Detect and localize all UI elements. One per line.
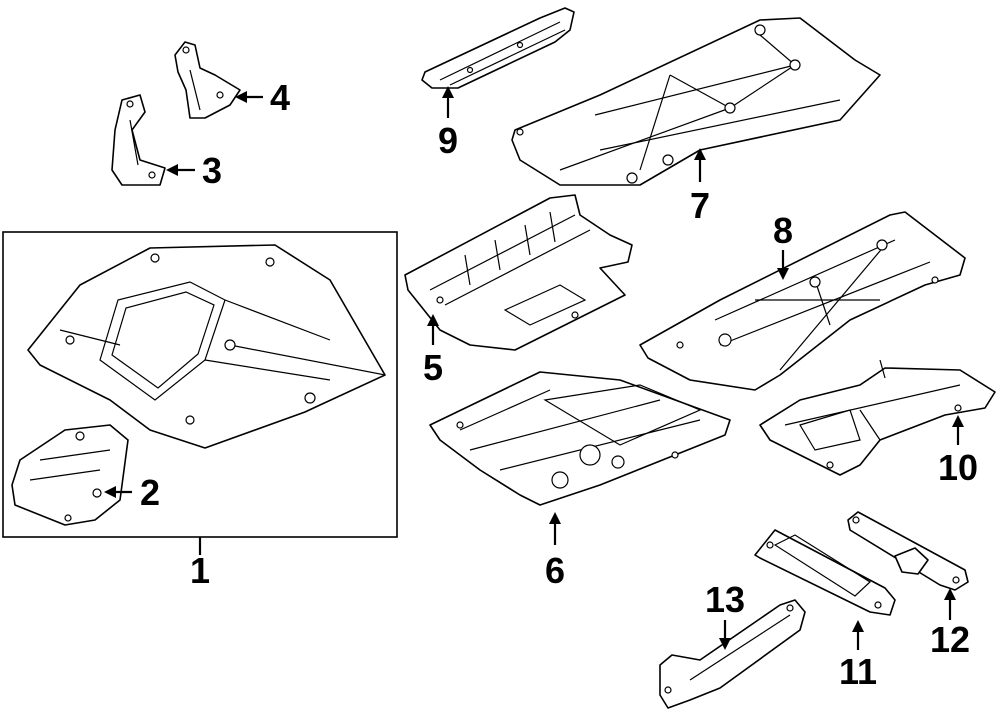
arrow-2	[104, 486, 116, 498]
callout-6: 6	[545, 550, 565, 591]
callout-11: 11	[839, 651, 877, 692]
part-11-plate	[754, 529, 896, 616]
arrow-6	[549, 512, 561, 524]
arrow-12	[944, 588, 956, 600]
callout-9: 9	[438, 120, 458, 161]
arrow-7	[694, 148, 706, 160]
part-1-main-underbody-shield	[27, 244, 386, 449]
part-10-side-shield	[759, 359, 996, 476]
part-6-floor-shield	[429, 371, 731, 506]
callout-4: 4	[270, 77, 290, 118]
part-13-angled-bracket	[659, 599, 806, 709]
part-3-bracket	[111, 94, 166, 186]
part-5-shield	[404, 194, 633, 351]
callout-1: 1	[190, 550, 210, 591]
part-9-rail	[421, 7, 575, 89]
arrow-8	[777, 268, 789, 280]
arrow-4	[235, 91, 247, 103]
callout-10: 10	[938, 447, 978, 488]
arrow-3	[166, 164, 178, 176]
callout-7: 7	[690, 185, 710, 226]
callout-12: 12	[930, 619, 970, 660]
arrow-10	[952, 415, 964, 427]
part-12-strap	[847, 511, 969, 591]
part-2-small-shield	[11, 424, 129, 526]
part-7-rear-shield	[511, 17, 881, 186]
callout-8: 8	[773, 210, 793, 251]
callout-5: 5	[423, 347, 443, 388]
arrow-9	[442, 86, 454, 98]
callout-3: 3	[202, 150, 222, 191]
arrow-13	[719, 638, 731, 650]
part-8-long-shield	[639, 211, 966, 391]
part-4-bracket	[174, 41, 241, 119]
arrow-5	[427, 314, 439, 326]
arrow-11	[852, 620, 864, 632]
callout-2: 2	[140, 472, 160, 513]
callout-13: 13	[705, 579, 745, 620]
